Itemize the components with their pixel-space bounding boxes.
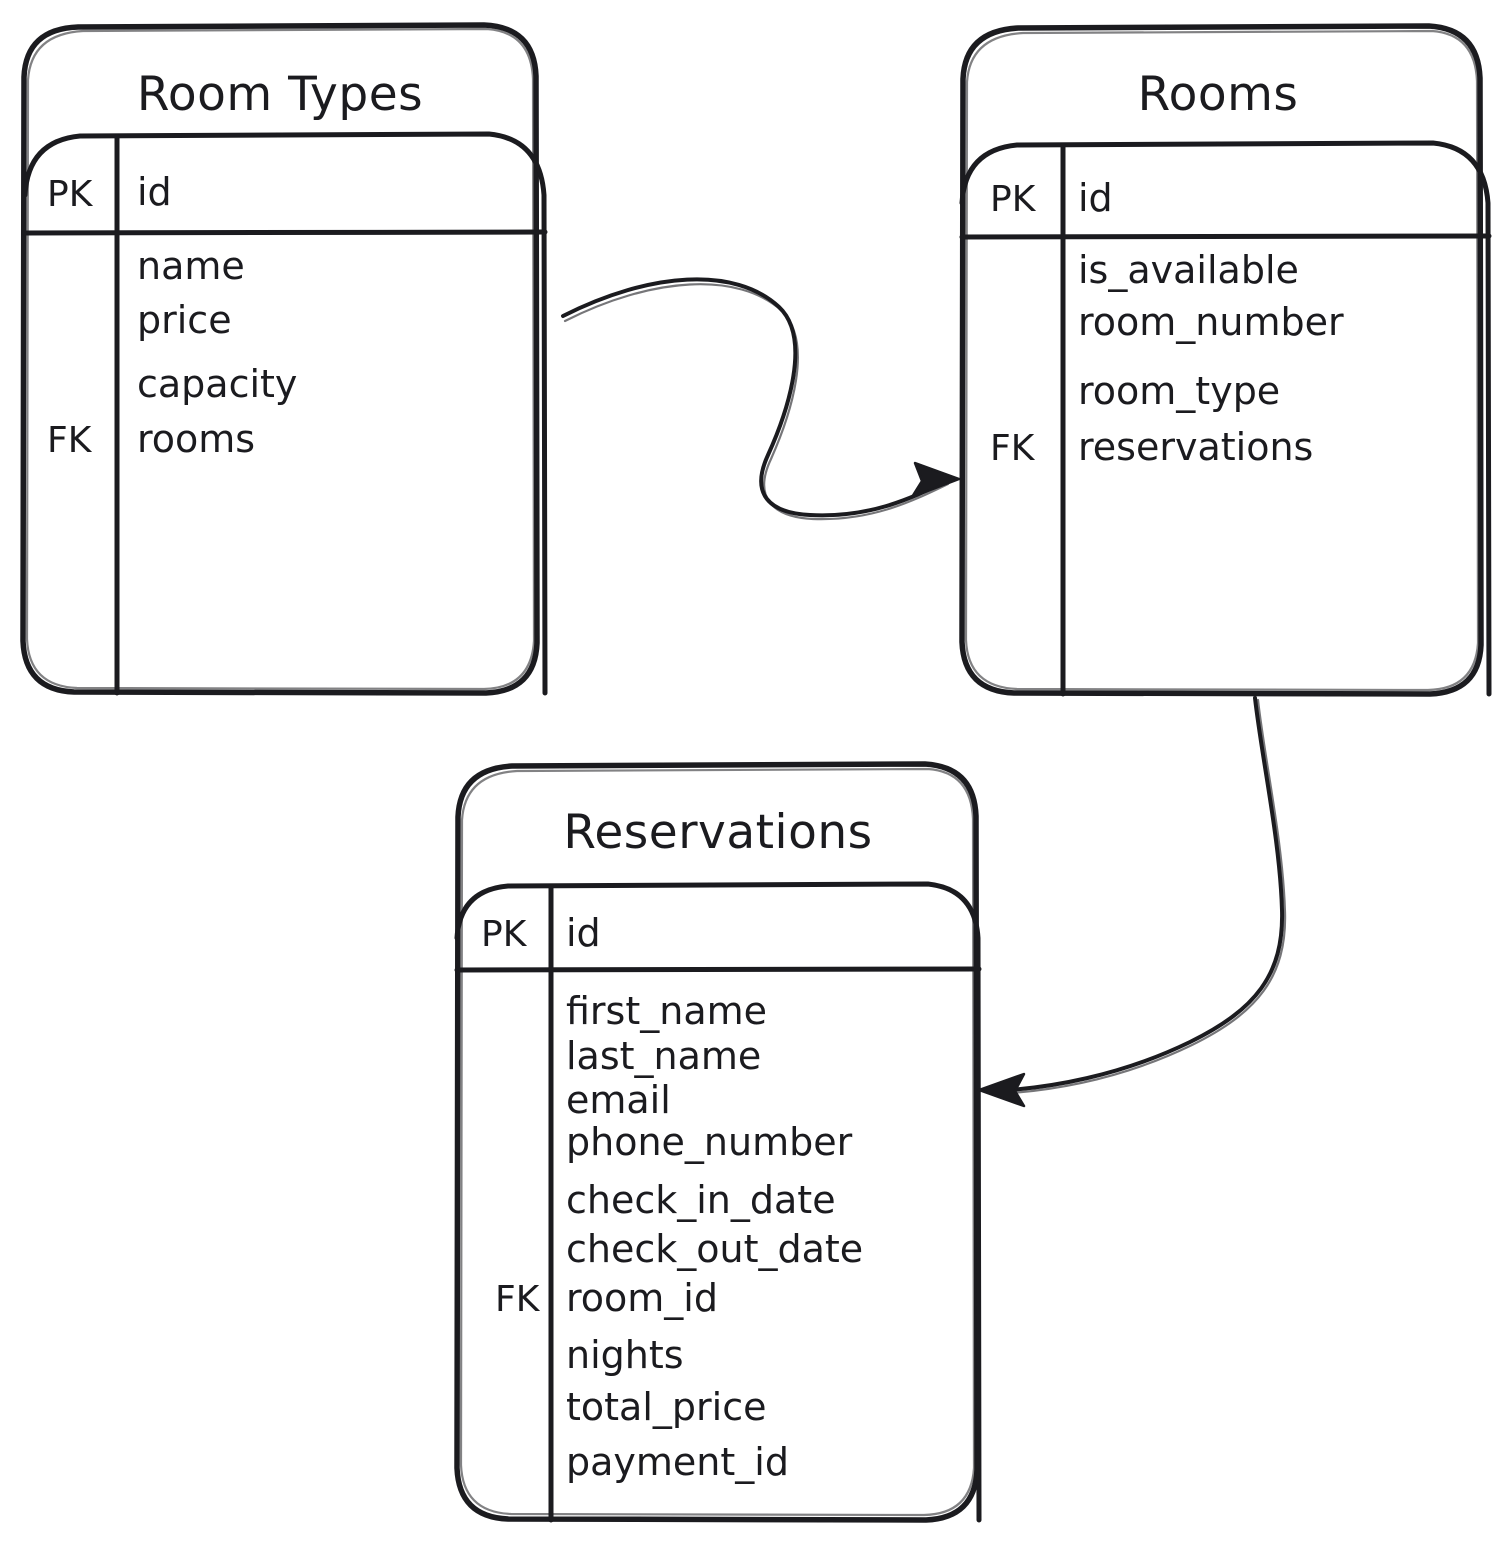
room-types-inner-frame [22, 131, 548, 696]
room-types-field: name [137, 244, 245, 288]
reservations-outer-border [454, 761, 980, 1523]
rooms-pk-divider [959, 233, 1492, 240]
reservations-field: last_name [566, 1034, 761, 1078]
rooms-fk-label: FK [990, 428, 1036, 469]
table-room-types[interactable]: Room Types PK id FK name price capacity … [20, 22, 548, 696]
rooms-outer-border [959, 23, 1484, 697]
rooms-pk-label: PK [990, 179, 1037, 220]
reservations-field: check_out_date [566, 1227, 863, 1271]
rel-rooms-reservations-arrowhead [977, 1072, 1026, 1108]
reservations-field: email [566, 1078, 671, 1122]
rooms-outer-border-sketch [964, 29, 1480, 692]
room-types-outer-border-sketch [25, 27, 536, 691]
room-types-field: capacity [137, 362, 297, 406]
relationship-room-types-to-rooms[interactable] [561, 277, 961, 521]
reservations-field: phone_number [566, 1120, 853, 1164]
rel-room-types-rooms-line [561, 277, 949, 518]
room-types-title: Room Types [137, 67, 423, 122]
rooms-inner-frame [959, 140, 1492, 697]
rel-rooms-reservations-line-sketch [995, 698, 1287, 1096]
reservations-field: room_id [566, 1276, 718, 1320]
rel-room-types-rooms-line-sketch [563, 283, 950, 521]
reservations-inner-frame [454, 881, 982, 1523]
relationship-rooms-to-reservations[interactable] [977, 696, 1287, 1108]
rel-rooms-reservations-line [994, 696, 1285, 1093]
rooms-field: room_type [1078, 369, 1280, 413]
reservations-outer-border-sketch [459, 767, 976, 1517]
table-rooms[interactable]: Rooms PK id FK is_available room_number … [959, 23, 1492, 697]
rooms-pk-field: id [1078, 176, 1113, 220]
room-types-fk-label: FK [47, 420, 93, 461]
reservations-title: Reservations [563, 805, 872, 860]
reservations-field: check_in_date [566, 1178, 836, 1222]
room-types-field: price [137, 298, 232, 342]
rel-room-types-rooms-arrowhead [910, 461, 961, 499]
room-types-pk-label: PK [47, 174, 94, 215]
rooms-title: Rooms [1138, 67, 1299, 122]
reservations-pk-field: id [566, 911, 601, 955]
room-types-pk-field: id [137, 170, 172, 214]
room-types-pk-divider [21, 229, 548, 236]
reservations-field: first_name [566, 989, 767, 1033]
reservations-field: payment_id [566, 1440, 789, 1484]
rooms-field: is_available [1078, 248, 1299, 292]
reservations-fk-label: FK [495, 1279, 541, 1320]
reservations-field: total_price [566, 1385, 766, 1429]
table-reservations[interactable]: Reservations PK id FK first_name last_na… [454, 761, 982, 1523]
rooms-field: room_number [1078, 300, 1344, 344]
reservations-pk-divider [454, 966, 982, 973]
rooms-field: reservations [1078, 425, 1313, 469]
reservations-field: nights [566, 1333, 684, 1377]
room-types-field: rooms [137, 417, 255, 461]
reservations-pk-label: PK [481, 914, 528, 955]
room-types-outer-border [20, 22, 540, 696]
